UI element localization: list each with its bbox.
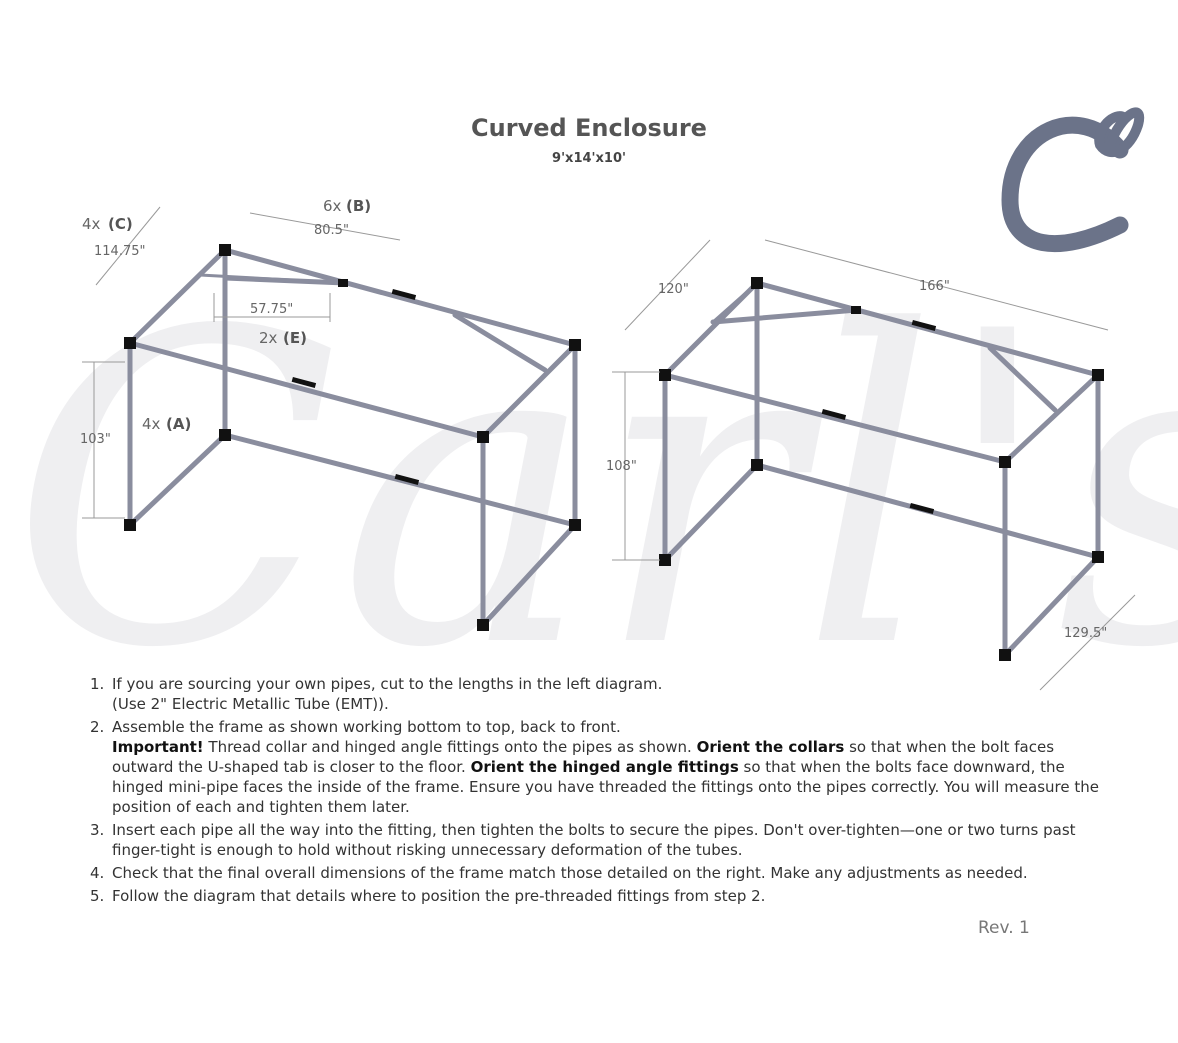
instruction-text: Thread collar and hinged angle fittings … [203,738,697,756]
dim-depth-top: 120" [658,282,689,297]
label-c-count: 4x [82,215,101,233]
label-b-count: 6x [323,197,342,215]
instruction-number: 4. [90,864,105,882]
left-fittings [124,244,581,631]
dim-length: 166" [919,279,950,294]
instruction-text: If you are sourcing your own pipes, cut … [112,675,663,693]
instruction-number: 5. [90,887,105,905]
instruction-item: 2. Assemble the frame as shown working b… [90,717,1120,817]
instruction-number: 2. [90,718,105,736]
page-subtitle: 9'x14'x10' [552,151,626,166]
right-frame [662,280,1101,658]
watermark-text: Carl's [10,242,1178,742]
instruction-text: so that when the bolts face downward, th… [112,758,1099,816]
instruction-item: 4. Check that the final overall dimensio… [90,863,1120,883]
page-title: Curved Enclosure [471,114,707,142]
instruction-number: 1. [90,675,105,693]
instruction-emphasis: Orient the collars [696,738,845,756]
left-frame [127,247,578,628]
dim-width-bottom: 129.5" [1064,626,1107,641]
instruction-text-secondary: (Use 2" Electric Metallic Tube (EMT)). [112,695,389,713]
label-e-part: (E) [283,329,307,347]
label-a-count: 4x [142,415,161,433]
left-dimension-lines [82,206,401,519]
instruction-text: Follow the diagram that details where to… [112,887,766,905]
instruction-item: 3. Insert each pipe all the way into the… [90,820,1120,860]
instruction-text: Assemble the frame as shown working bott… [112,718,621,736]
dim-b: 80.5" [314,223,349,238]
instruction-text: Insert each pipe all the way into the fi… [112,821,1076,859]
instruction-text: Check that the final overall dimensions … [112,864,1028,882]
instruction-item: 5. Follow the diagram that details where… [90,886,1120,906]
dim-e: 57.75" [250,302,293,317]
right-dimension-lines [612,239,1136,691]
instruction-emphasis: Orient the hinged angle fittings [470,758,739,776]
right-fittings [659,277,1104,661]
label-b-part: (B) [346,197,371,215]
revision-label: Rev. 1 [978,918,1030,938]
dim-c: 114.75" [94,244,145,259]
instruction-number: 3. [90,821,105,839]
carls-logo-icon [1001,107,1145,253]
instruction-emphasis: Important! [112,738,204,756]
instructions-list: 1. If you are sourcing your own pipes, c… [90,674,1120,909]
label-e-count: 2x [259,329,278,347]
dim-height: 108" [606,459,637,474]
label-a-part: (A) [166,415,191,433]
label-c-part: (C) [108,215,133,233]
dim-a: 103" [80,432,111,447]
instruction-item: 1. If you are sourcing your own pipes, c… [90,674,1120,714]
instruction-text: so that when the bolt faces outward the … [112,738,1055,776]
